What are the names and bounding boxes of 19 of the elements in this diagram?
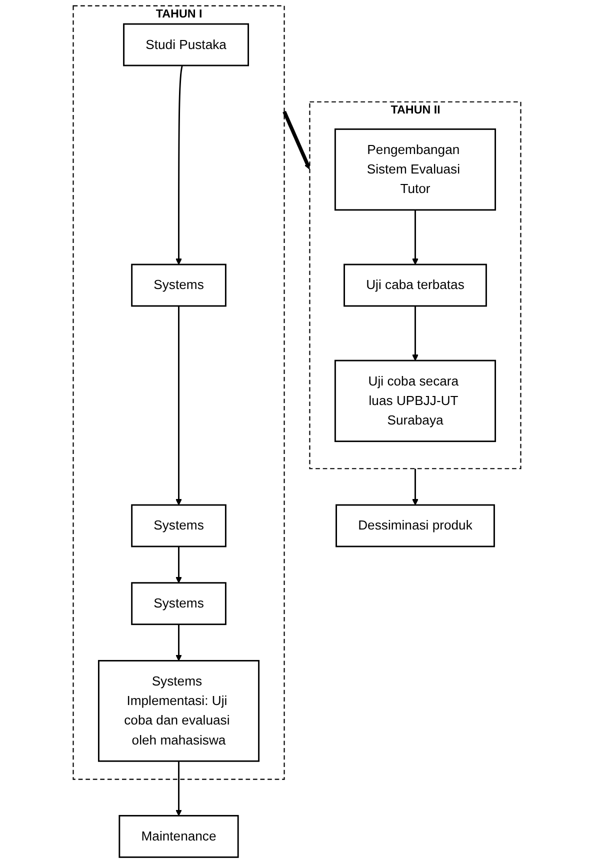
node-box: Systems Implementasi: Uji coba dan evaluasi oleh mahasiswa (98, 660, 260, 762)
arrow (176, 761, 182, 816)
arrow (176, 624, 182, 661)
node-box: Systems (131, 582, 226, 626)
arrow (282, 110, 310, 170)
arrow (412, 210, 418, 265)
node-box: Uji coba secara luas UPBJJ-UT Surabaya (334, 360, 496, 442)
arrow (176, 306, 182, 506)
arrow (176, 65, 183, 265)
arrow (412, 306, 418, 361)
arrow (412, 468, 418, 506)
node-box: Dessiminasi produk (336, 504, 495, 548)
node-box: Systems (131, 264, 226, 307)
node-box: Pengembangan Sistem Evaluasi Tutor (334, 128, 496, 211)
node-box: Uji caba terbatas (344, 264, 487, 307)
node-box: Systems (131, 504, 226, 548)
arrow (176, 546, 182, 584)
node-box: Maintenance (118, 814, 239, 858)
node-box: Studi Pustaka (123, 23, 249, 66)
